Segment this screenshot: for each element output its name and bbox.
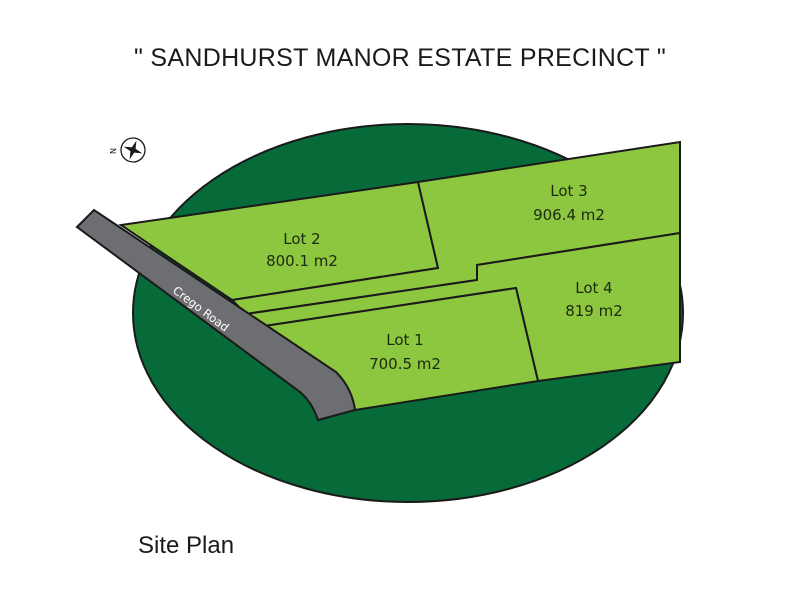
crego-road: [75, 208, 357, 422]
site-plan-caption: Site Plan: [138, 532, 235, 559]
lot-2-area: 800.1 m2: [266, 252, 338, 270]
lot-3-area: 906.4 m2: [533, 206, 605, 224]
lot-4-area: 819 m2: [565, 302, 623, 320]
north-label: N: [108, 148, 117, 154]
lot-1-name: Lot 1: [386, 331, 423, 349]
lot-2-name: Lot 2: [283, 230, 320, 248]
lot-4-name: Lot 4: [575, 279, 612, 297]
compass-rose-icon: N: [108, 137, 146, 163]
page-title: " SANDHURST MANOR ESTATE PRECINCT ": [133, 44, 666, 72]
lot-1-area: 700.5 m2: [369, 355, 441, 373]
lot-3-name: Lot 3: [550, 182, 587, 200]
